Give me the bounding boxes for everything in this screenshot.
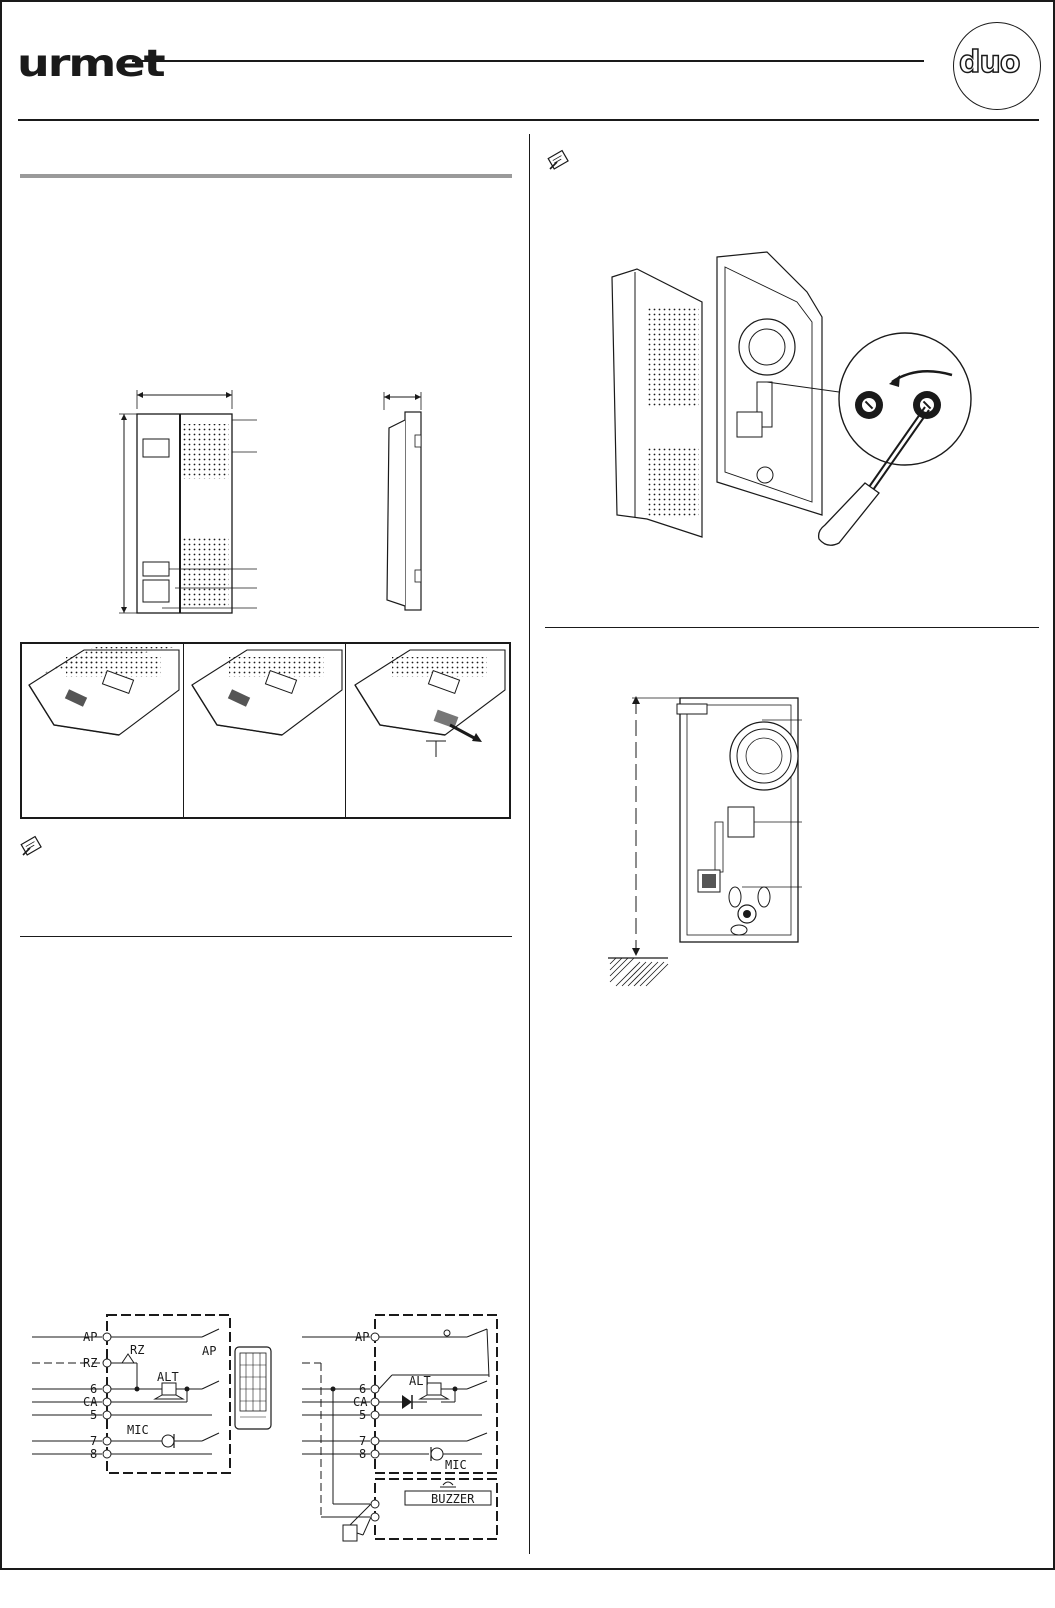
side-view-drawing [383,392,422,611]
step-3-drawing [354,649,506,757]
component-label: ALT [157,1370,179,1384]
wiring-schematic-left: AP RZ 6 CA 5 7 8 AP RZ ALT MIC [32,1314,272,1474]
terminal-label: CA [83,1395,98,1409]
step-2-drawing [191,649,343,736]
column-divider [529,134,530,1554]
terminal-label: AP [83,1330,97,1344]
duo-badge [953,22,1041,110]
terminal-label: 7 [359,1434,366,1448]
panel-divider [183,642,184,819]
panel-divider [345,642,346,819]
section-divider-left [20,936,512,937]
mounting-base-drawing [608,696,802,987]
section-divider-right [545,627,1039,628]
component-label: ALT [409,1374,431,1388]
terminal-label: 5 [90,1408,97,1422]
duo-badge-text: duo [958,44,1021,81]
terminal-label: 6 [359,1382,366,1396]
terminal-label: 8 [90,1447,97,1461]
wiring-schematic-right: AP 6 CA 5 7 8 ALT [302,1314,498,1542]
trimmer-adjustment-drawing [611,251,972,546]
step-1-drawing [28,647,180,736]
header-bottom-rule [18,119,1039,121]
terminal-label: 6 [90,1382,97,1396]
brand-logo: urmet [17,40,166,85]
terminal-label: RZ [83,1356,97,1370]
section-heading-bar [20,174,512,178]
component-label: RZ [130,1343,144,1357]
note-icon [20,835,42,856]
terminal-label: CA [353,1395,368,1409]
terminal-label: AP [355,1330,369,1344]
terminal-label: 5 [359,1408,366,1422]
terminal-label: 8 [359,1447,366,1461]
terminal-label: 7 [90,1434,97,1448]
note-icon [547,149,569,170]
component-label: BUZZER [431,1492,475,1506]
installation-steps-box [20,642,511,819]
front-view-drawing [119,390,257,614]
component-label: AP [202,1344,216,1358]
component-label: MIC [127,1423,149,1437]
page: urmet duo [0,0,1055,1570]
header-line [132,60,924,62]
component-label: MIC [445,1458,467,1472]
